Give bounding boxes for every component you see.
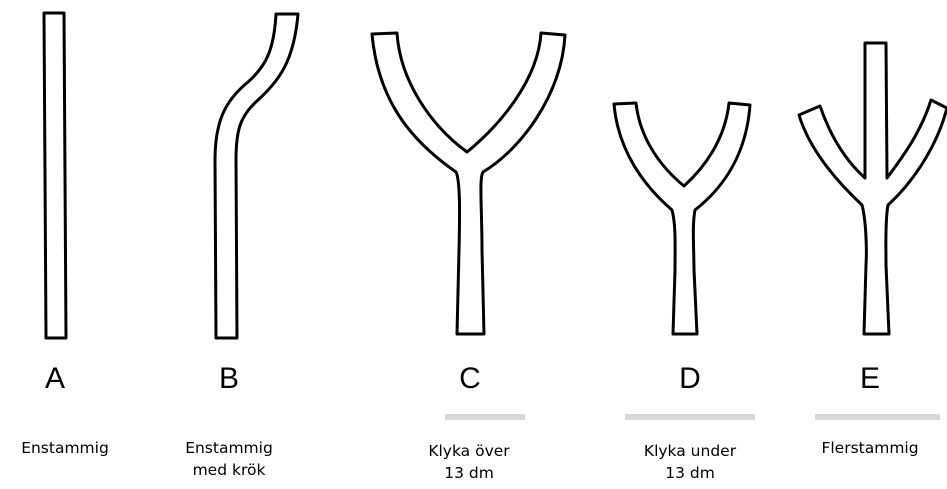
stem-shape-b xyxy=(215,14,298,338)
letter-e: E xyxy=(840,362,900,396)
letter-c: C xyxy=(440,362,500,396)
stem-shape-a xyxy=(44,13,66,338)
caption-e: Flerstammig xyxy=(790,437,947,459)
letter-b: B xyxy=(199,362,259,396)
caption-a: Enstammig xyxy=(0,437,145,459)
letter-a: A xyxy=(25,362,85,396)
stem-shape-d xyxy=(614,103,750,334)
stem-shape-e xyxy=(799,43,947,334)
caption-b: Enstammig med krök xyxy=(149,437,309,481)
caption-d: Klyka under 13 dm xyxy=(610,440,770,484)
caption-c-line1: Klyka över xyxy=(389,440,549,462)
caption-d-line1: Klyka under xyxy=(610,440,770,462)
caption-c: Klyka över 13 dm xyxy=(389,440,549,484)
caption-c-line2: 13 dm xyxy=(389,462,549,484)
faint-text-fragment xyxy=(625,414,755,420)
caption-e-line1: Flerstammig xyxy=(790,437,947,459)
stem-shape-c xyxy=(372,33,565,334)
caption-d-line2: 13 dm xyxy=(610,462,770,484)
caption-b-line1: Enstammig xyxy=(149,437,309,459)
faint-text-fragment xyxy=(815,414,940,420)
caption-a-line1: Enstammig xyxy=(0,437,145,459)
caption-b-line2: med krök xyxy=(149,459,309,481)
faint-text-fragment xyxy=(445,414,525,420)
letter-d: D xyxy=(660,362,720,396)
